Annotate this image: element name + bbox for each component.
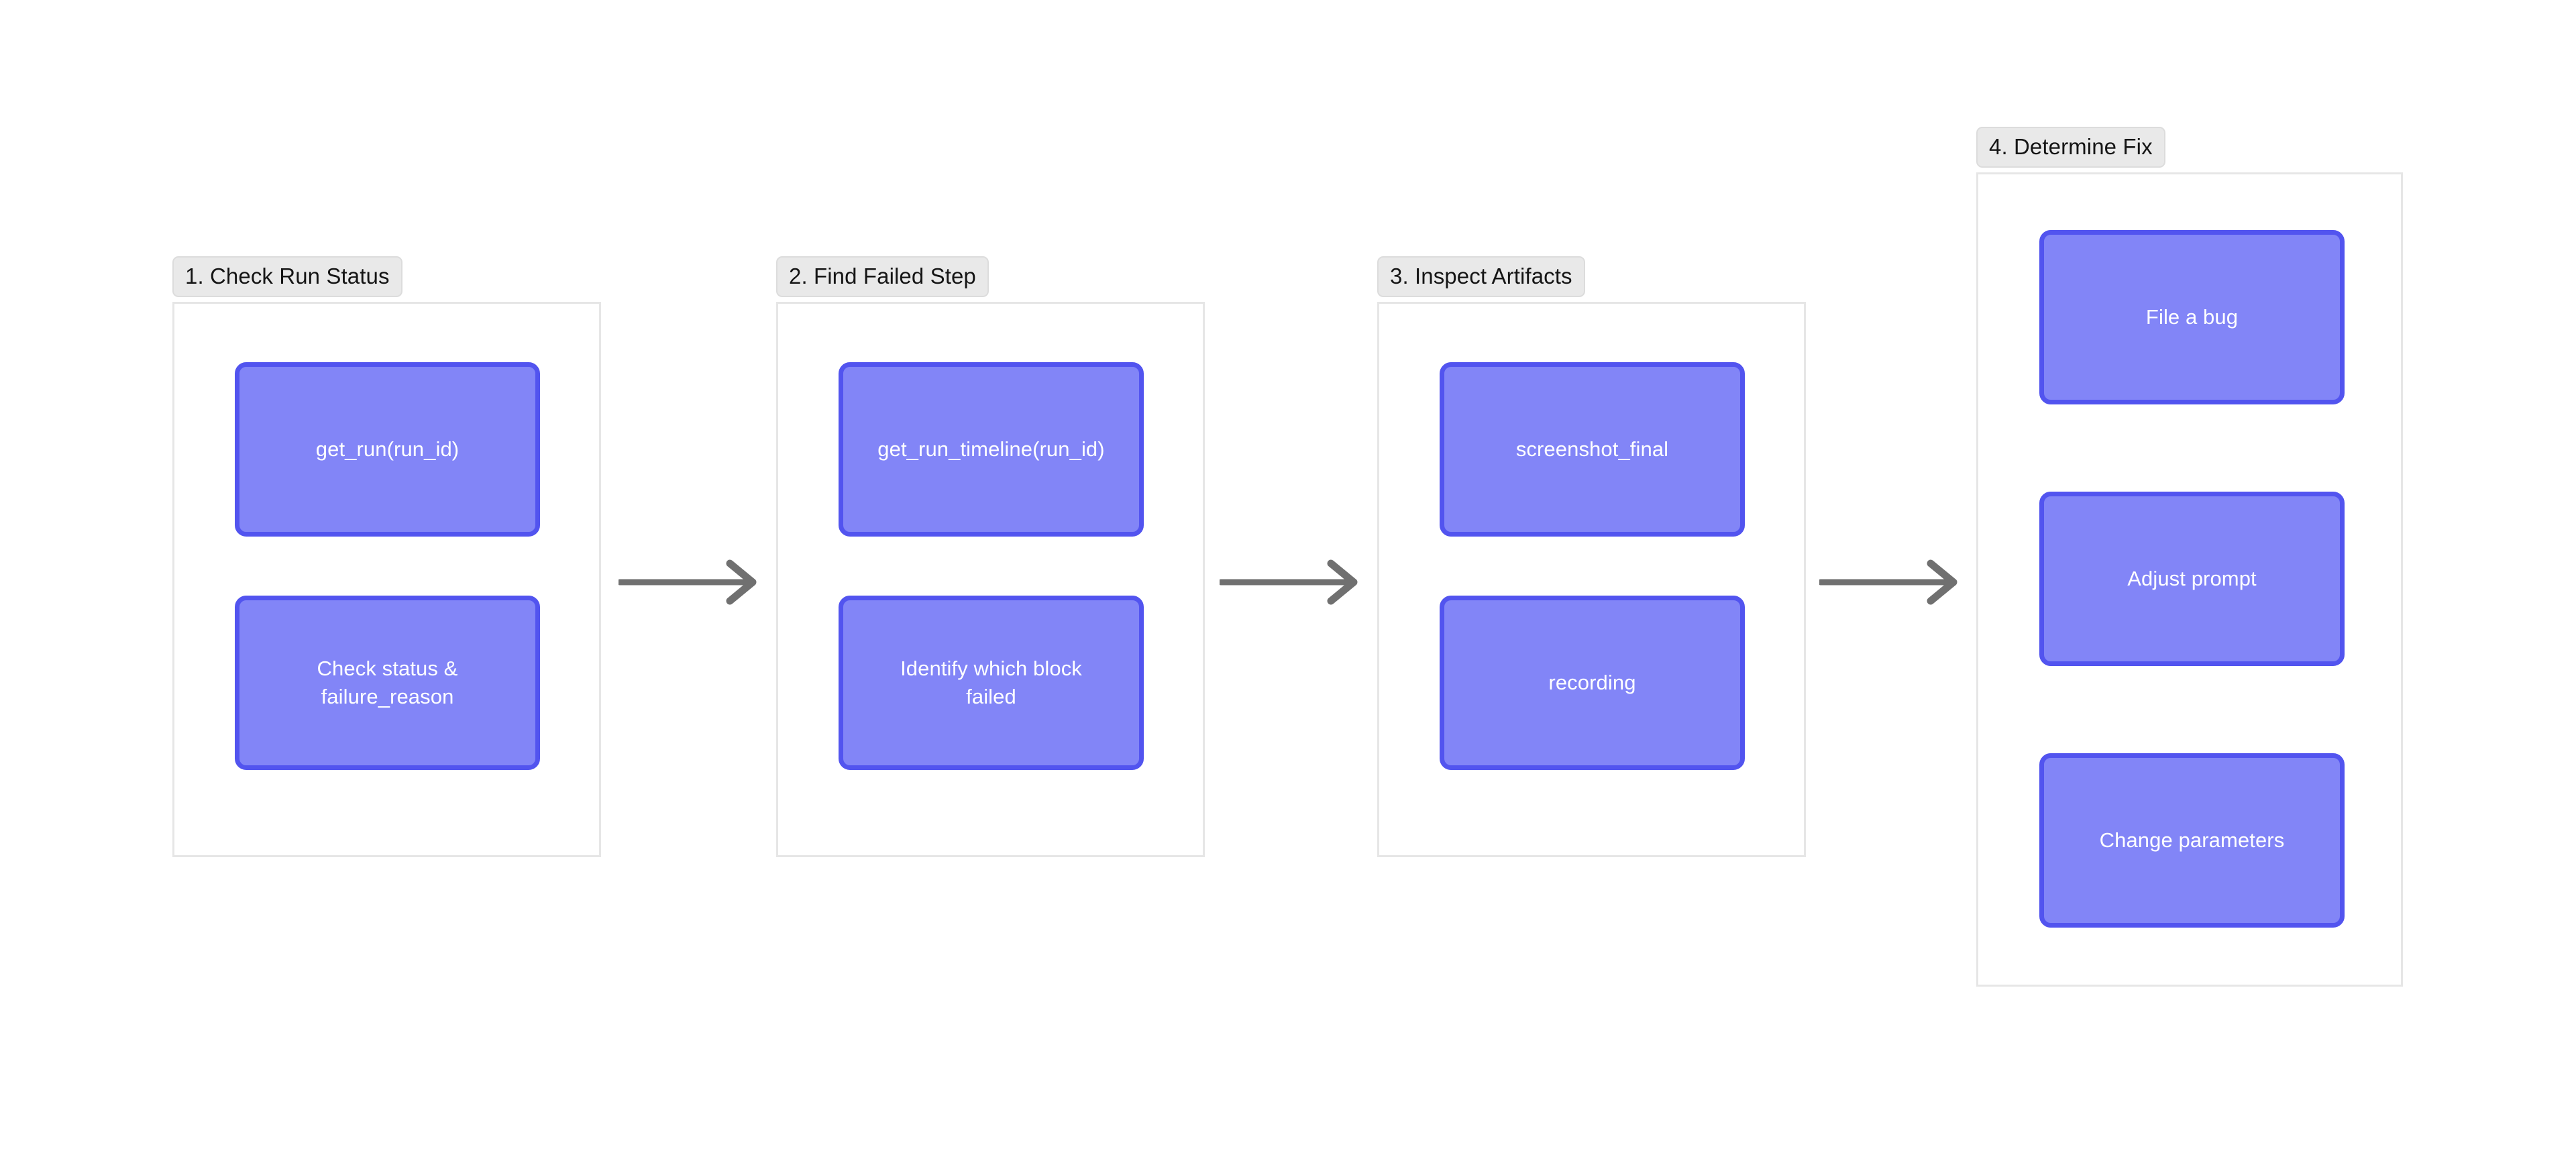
group-label-2: 2. Find Failed Step bbox=[776, 256, 989, 297]
node-adjust-prompt[interactable]: Adjust prompt bbox=[2039, 492, 2345, 666]
group-check-run-status: 1. Check Run Status get_run(run_id) Chec… bbox=[172, 256, 601, 857]
node-identify-failed-block[interactable]: Identify which block failed bbox=[839, 596, 1144, 770]
group-find-failed-step: 2. Find Failed Step get_run_timeline(run… bbox=[776, 256, 1205, 857]
group-determine-fix: 4. Determine Fix File a bug Adjust promp… bbox=[1976, 127, 2403, 987]
group-label-1: 1. Check Run Status bbox=[172, 256, 402, 297]
connector-arrow-2 bbox=[1220, 555, 1360, 609]
group-inspect-artifacts: 3. Inspect Artifacts screenshot_final re… bbox=[1377, 256, 1806, 857]
node-file-a-bug[interactable]: File a bug bbox=[2039, 230, 2345, 404]
connector-arrow-1 bbox=[619, 555, 759, 609]
node-get-run[interactable]: get_run(run_id) bbox=[235, 362, 540, 537]
node-recording[interactable]: recording bbox=[1440, 596, 1745, 770]
group-label-4: 4. Determine Fix bbox=[1976, 127, 2165, 168]
node-screenshot-final[interactable]: screenshot_final bbox=[1440, 362, 1745, 537]
node-get-run-timeline[interactable]: get_run_timeline(run_id) bbox=[839, 362, 1144, 537]
group-label-3: 3. Inspect Artifacts bbox=[1377, 256, 1585, 297]
connector-arrow-3 bbox=[1819, 555, 1960, 609]
node-change-parameters[interactable]: Change parameters bbox=[2039, 753, 2345, 928]
node-check-status-failure-reason[interactable]: Check status & failure_reason bbox=[235, 596, 540, 770]
